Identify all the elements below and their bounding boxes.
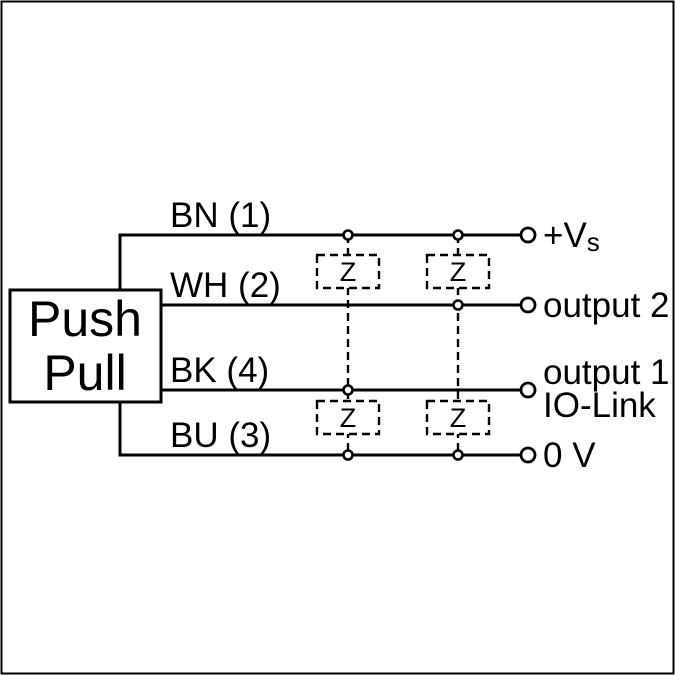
suppressor-z-box bbox=[315, 253, 381, 290]
push-pull-label-line1: Push bbox=[28, 291, 142, 347]
suppressor-z-top-left: Z bbox=[315, 253, 381, 290]
wire-label-wh: WH (2) bbox=[170, 266, 281, 305]
terminal-label-vs-main: +V bbox=[543, 216, 587, 255]
junction-node bbox=[342, 449, 354, 461]
suppressor-z-label: Z bbox=[450, 403, 467, 433]
suppressor-z-bottom-left: Z bbox=[315, 399, 381, 436]
suppressor-z-top-right: Z bbox=[425, 253, 491, 290]
terminal-label-io-link: IO-Link bbox=[543, 386, 656, 425]
wire-bn bbox=[118, 233, 521, 290]
push-pull-box: Push Pull bbox=[8, 288, 163, 404]
wire-label-bk: BK (4) bbox=[170, 351, 269, 390]
terminal-label-vs: +Vs bbox=[543, 216, 600, 257]
push-pull-outline bbox=[8, 288, 163, 404]
terminal-label-vs-sub: s bbox=[587, 227, 600, 257]
push-pull-label-line2: Pull bbox=[43, 345, 126, 401]
terminal-output-2 bbox=[519, 296, 537, 314]
junction-node bbox=[342, 384, 354, 396]
suppressor-z-label: Z bbox=[340, 403, 357, 433]
suppressor-z-label: Z bbox=[340, 257, 357, 287]
terminal-label-output-1: output 1 bbox=[543, 353, 670, 392]
suppressor-z-box bbox=[425, 399, 491, 436]
junction-node bbox=[452, 299, 464, 311]
wire-label-bn: BN (1) bbox=[170, 196, 271, 235]
suppressor-z-bottom-right: Z bbox=[425, 399, 491, 436]
terminal-0v bbox=[519, 446, 537, 464]
suppressor-z-box bbox=[425, 253, 491, 290]
junction-node bbox=[342, 229, 354, 241]
terminal-label-0v: 0 V bbox=[543, 436, 596, 475]
terminal-output-1 bbox=[519, 381, 537, 399]
terminal-label-output-2: output 2 bbox=[543, 286, 670, 325]
suppressor-z-box bbox=[315, 399, 381, 436]
suppressor-z-label: Z bbox=[450, 257, 467, 287]
junction-node bbox=[452, 449, 464, 461]
wire-bu bbox=[118, 400, 521, 457]
terminal-vs bbox=[519, 226, 537, 244]
junction-node bbox=[452, 229, 464, 241]
wire-label-bu: BU (3) bbox=[170, 416, 271, 455]
